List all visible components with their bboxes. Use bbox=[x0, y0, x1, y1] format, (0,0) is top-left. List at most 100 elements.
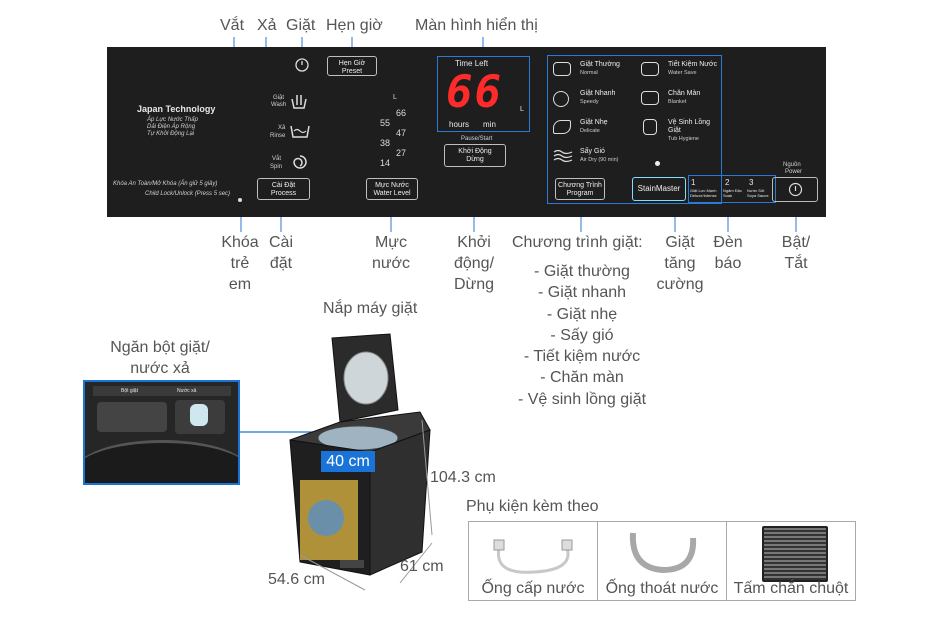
start-label-vi: Khởi Động bbox=[458, 148, 492, 155]
dimension-width: 54.6 cm bbox=[268, 571, 325, 588]
preset-label-vi: Hẹn Giờ bbox=[338, 60, 366, 67]
control-panel: Japan Technology Áp Lực Nước Thấp Dải Đi… bbox=[107, 47, 826, 217]
display-unit: L bbox=[520, 106, 524, 113]
stain-step-3-num: 3 bbox=[749, 178, 754, 187]
rat-guard-icon bbox=[762, 526, 828, 582]
drum-size-badge: 40 cm bbox=[321, 451, 375, 472]
rinse-icon bbox=[290, 125, 310, 138]
stainmaster-button[interactable]: StainMaster bbox=[632, 177, 686, 201]
label-lid: Nắp máy giặt bbox=[323, 300, 418, 317]
delicate-program-icon bbox=[553, 120, 571, 134]
program-list: - Giặt thường - Giặt nhanh - Giặt nhẹ - … bbox=[512, 261, 652, 410]
preset-button[interactable]: Hẹn Giờ Preset bbox=[327, 56, 377, 76]
tub-hygiene-program-icon bbox=[643, 119, 657, 135]
program-button[interactable]: Chương Trình Program bbox=[555, 178, 605, 200]
panel-feature-2: Dải Điện Áp Rộng bbox=[147, 124, 196, 130]
water-level-button[interactable]: Mực Nước Water Level bbox=[366, 178, 418, 200]
label-preset: Hẹn giờ bbox=[326, 17, 383, 34]
program-list-item: - Sấy gió bbox=[550, 326, 614, 344]
panel-spin-en: Spin bbox=[270, 164, 283, 170]
start-pause-button[interactable]: Khởi Động Dừng bbox=[444, 144, 506, 167]
label-programs-title: Chương trình giặt: bbox=[512, 234, 643, 251]
dispenser-inset: Bột giặt Nước xả bbox=[83, 380, 240, 485]
panel-rinse-en: Rinse bbox=[270, 133, 286, 139]
program-indicator-dot bbox=[655, 161, 660, 166]
accessory-inlet-hose: Ống cấp nước bbox=[468, 521, 598, 601]
speedy-program-icon bbox=[553, 91, 569, 107]
power-button[interactable] bbox=[772, 177, 818, 202]
power-label-en: Power bbox=[785, 169, 803, 175]
level-55: 55 bbox=[380, 118, 391, 128]
panel-wash-vi: Giặt bbox=[273, 95, 285, 101]
label-wash: Giặt bbox=[286, 17, 316, 34]
softener-cap bbox=[190, 404, 208, 426]
label-rinse: Xả bbox=[257, 17, 277, 34]
accessory-label: Tấm chắn chuột bbox=[733, 580, 849, 597]
program-list-item: - Vệ sinh lồng giặt bbox=[517, 390, 647, 408]
level-66: 66 bbox=[396, 108, 407, 118]
power-icon bbox=[788, 182, 803, 197]
start-label-vi2: Dừng bbox=[466, 156, 484, 163]
childlock-indicator bbox=[238, 198, 242, 202]
panel-feature-1: Áp Lực Nước Thấp bbox=[147, 117, 198, 123]
water-level-label-en: Water Level bbox=[373, 190, 411, 197]
dimension-depth: 61 cm bbox=[400, 558, 444, 575]
clock-icon bbox=[295, 58, 309, 72]
drain-hose-icon bbox=[629, 532, 697, 574]
accessory-label: Ống thoát nước bbox=[605, 580, 719, 597]
program-list-item: - Chăn màn bbox=[540, 369, 624, 387]
label-accessories: Phụ kiện kèm theo bbox=[466, 498, 599, 515]
wash-icon bbox=[291, 95, 307, 109]
program-list-item: - Giặt nhanh bbox=[537, 284, 627, 302]
dimension-height: 104.3 cm bbox=[430, 469, 496, 486]
air-dry-program-icon bbox=[553, 149, 573, 163]
label-spin: Vắt bbox=[220, 17, 245, 34]
water-save-program-icon bbox=[641, 62, 659, 76]
display-min: min bbox=[483, 120, 496, 129]
process-label-en: Process bbox=[270, 190, 297, 197]
program-button-vi: Chương Trình bbox=[558, 182, 602, 189]
label-dispenser: Ngăn bột giặt/nước xả bbox=[110, 339, 210, 377]
level-14: 14 bbox=[380, 158, 391, 168]
normal-program-icon bbox=[553, 62, 571, 76]
program-list-item: - Giặt thường bbox=[534, 263, 630, 280]
label-display: Màn hình hiển thị bbox=[415, 17, 538, 34]
power-label-vi: Nguồn bbox=[783, 162, 801, 168]
accessory-drain-hose: Ống thoát nước bbox=[597, 521, 727, 601]
accessory-label: Ống cấp nước bbox=[481, 580, 585, 597]
blanket-program-icon bbox=[641, 91, 659, 105]
detergent-compartment bbox=[97, 402, 167, 432]
washing-machine bbox=[289, 333, 431, 576]
stain-step-1-num: 1 bbox=[691, 178, 696, 187]
display-digits: 66 bbox=[446, 67, 503, 118]
level-unit: L bbox=[393, 94, 397, 101]
preset-label-en: Preset bbox=[341, 68, 363, 75]
pause-start-en: Pause/Start bbox=[461, 136, 493, 142]
panel-brand: Japan Technology bbox=[137, 104, 216, 114]
inlet-hose-icon bbox=[493, 539, 573, 574]
spin-icon bbox=[293, 155, 307, 169]
process-button[interactable]: Cài Đặt Process bbox=[257, 178, 310, 200]
label-power: Bật/Tắt bbox=[781, 234, 811, 272]
level-27: 27 bbox=[396, 148, 407, 158]
panel-childlock-en: Child Lock/Unlock (Press 5 sec) bbox=[145, 191, 231, 197]
display-hours: hours bbox=[449, 120, 470, 129]
drum-rim bbox=[85, 440, 238, 483]
display-screen: Time Left 66 L hours min bbox=[437, 56, 530, 132]
width-dimension-line bbox=[299, 554, 366, 591]
